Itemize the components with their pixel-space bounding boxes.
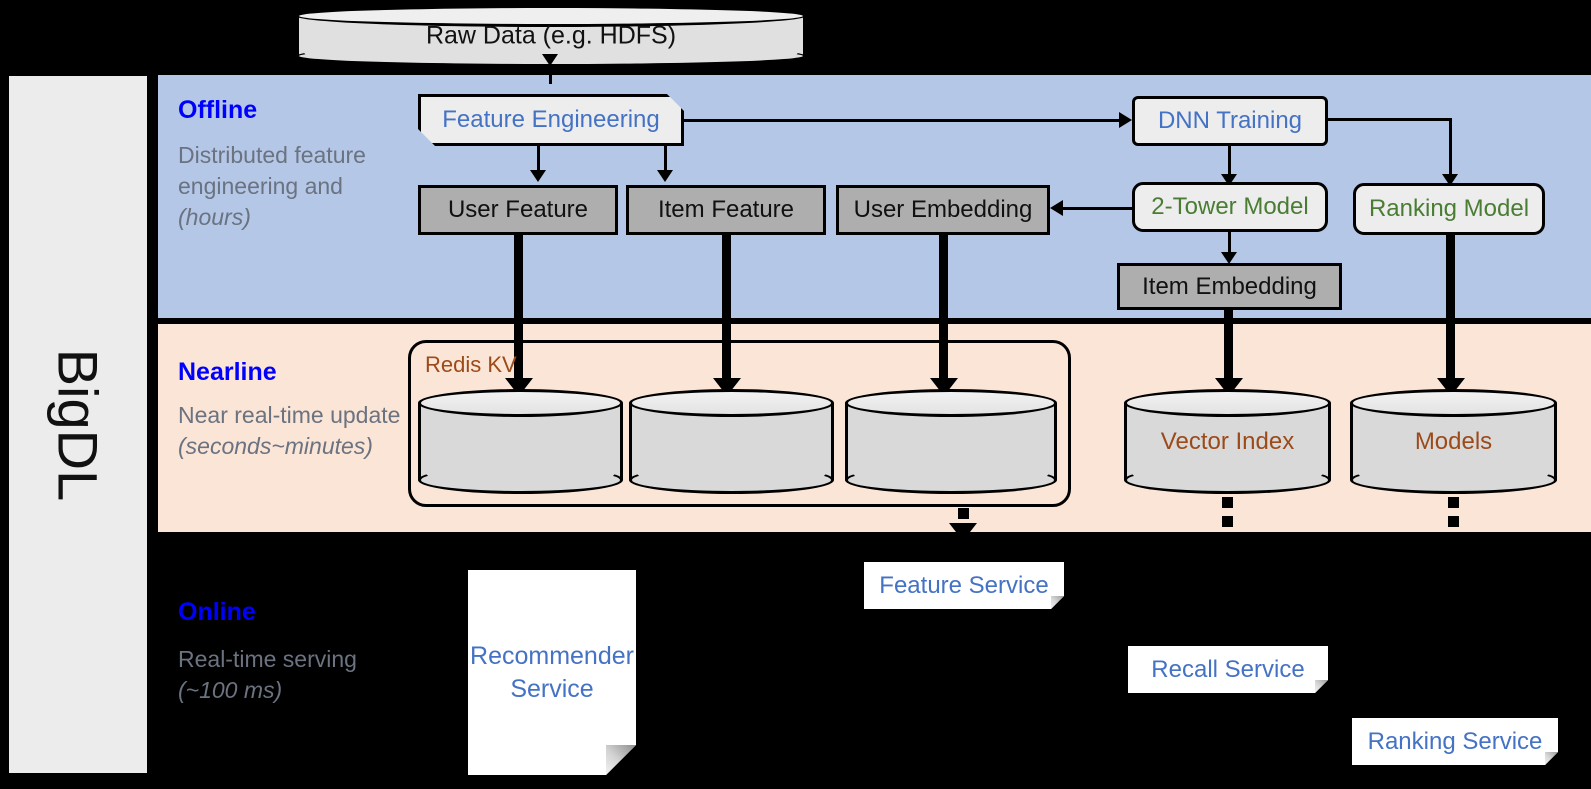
online-subtitle-text: Real-time serving xyxy=(178,646,357,672)
connector-fe-userfeature xyxy=(537,146,540,174)
connector-twotower-itememb xyxy=(1228,232,1231,258)
arrowhead-fe-dnn xyxy=(1119,112,1132,128)
offline-subtitle: Distributed feature engineering and (hou… xyxy=(178,140,378,233)
two-tower-model-node[interactable]: 2-Tower Model xyxy=(1132,182,1328,232)
feature-service-node[interactable]: Feature Service xyxy=(864,562,1064,609)
arrowhead-twotower-userembedding xyxy=(1050,200,1063,216)
dash-featureservice-1 xyxy=(958,508,969,519)
nearline-title: Nearline xyxy=(178,358,277,386)
feature-service-label: Feature Service xyxy=(879,571,1049,599)
ranking-service-node[interactable]: Ranking Service xyxy=(1352,718,1558,765)
redis-kv-container xyxy=(408,340,1071,507)
cylinder-top xyxy=(296,5,806,27)
arrowhead-fe-itemfeature xyxy=(657,170,673,182)
online-subtitle-em: (~100 ms) xyxy=(178,677,283,703)
ranking-service-label: Ranking Service xyxy=(1367,727,1543,755)
redis-store-1[interactable] xyxy=(418,389,623,494)
recommender-service-label: Recommender Service xyxy=(470,641,634,703)
connector-fe-itemfeature xyxy=(664,146,667,174)
connector-rawdata-fe xyxy=(549,64,552,84)
feature-engineering-node[interactable]: Feature Engineering xyxy=(418,94,684,146)
cylinder-bottom xyxy=(1350,466,1557,494)
user-embedding-label: User Embedding xyxy=(853,196,1033,223)
cylinder-bottom xyxy=(629,466,834,494)
raw-data-label: Raw Data (e.g. HDFS) xyxy=(425,21,677,50)
arrowhead-fe-userfeature xyxy=(530,170,546,182)
item-feature-node[interactable]: Item Feature xyxy=(626,185,826,235)
offline-subtitle-em: (hours) xyxy=(178,204,251,230)
item-embedding-label: Item Embedding xyxy=(1142,272,1317,300)
vector-index-label: Vector Index xyxy=(1160,427,1295,455)
item-embedding-node[interactable]: Item Embedding xyxy=(1117,263,1342,310)
two-tower-model-label: 2-Tower Model xyxy=(1151,193,1309,220)
connector-fe-dnn xyxy=(684,119,1120,122)
connector-dnn-twotower xyxy=(1228,146,1231,178)
pipe-userembedding-store xyxy=(939,235,948,385)
cylinder-top xyxy=(1350,389,1557,417)
nearline-subtitle: Near real-time update (seconds~minutes) xyxy=(178,400,403,462)
models-label: Models xyxy=(1414,427,1493,455)
nearline-subtitle-text: Near real-time update xyxy=(178,402,401,428)
item-feature-label: Item Feature xyxy=(657,196,795,223)
cylinder-bottom xyxy=(845,466,1057,494)
dash-recallservice-1 xyxy=(1222,497,1233,508)
user-feature-node[interactable]: User Feature xyxy=(418,185,618,235)
cylinder-top xyxy=(1124,389,1331,417)
ranking-model-label: Ranking Model xyxy=(1368,195,1530,222)
bigdl-rail: BigDL xyxy=(8,75,148,774)
recall-service-node[interactable]: Recall Service xyxy=(1128,646,1328,693)
nearline-subtitle-em: (seconds~minutes) xyxy=(178,433,373,459)
connector-twotower-userembedding xyxy=(1063,207,1132,210)
online-subtitle: Real-time serving (~100 ms) xyxy=(178,644,378,706)
pipe-rankingmodel-models xyxy=(1446,235,1455,385)
pipe-itemfeature-store xyxy=(722,235,731,385)
bigdl-label: BigDL xyxy=(46,348,110,501)
cylinder-top xyxy=(629,389,834,417)
dnn-training-label: DNN Training xyxy=(1157,107,1303,134)
recommender-service-node[interactable]: Recommender Service xyxy=(468,570,636,775)
redis-store-3[interactable] xyxy=(845,389,1057,494)
cylinder-top xyxy=(418,389,623,417)
models-store[interactable]: Models xyxy=(1350,389,1557,494)
arrowhead-rawdata-fe xyxy=(542,54,558,66)
redis-store-2[interactable] xyxy=(629,389,834,494)
dash-recallservice-2 xyxy=(1222,516,1233,527)
user-embedding-node[interactable]: User Embedding xyxy=(836,185,1050,235)
arrowhead-store-featureservice xyxy=(949,523,977,541)
online-title: Online xyxy=(178,598,256,626)
connector-dnn-ranking-h xyxy=(1328,118,1452,121)
cylinder-bottom xyxy=(1124,466,1331,494)
dnn-training-node[interactable]: DNN Training xyxy=(1132,96,1328,146)
arrowhead-twotower-itememb xyxy=(1221,252,1237,264)
redis-kv-label: Redis KV xyxy=(425,352,517,377)
connector-dnn-ranking-v xyxy=(1449,118,1452,178)
dash-rankingservice-1 xyxy=(1448,497,1459,508)
dash-rankingservice-2 xyxy=(1448,516,1459,527)
pipe-itemembedding-vectorindex xyxy=(1224,310,1233,385)
vector-index-store[interactable]: Vector Index xyxy=(1124,389,1331,494)
user-feature-label: User Feature xyxy=(447,196,589,223)
ranking-model-node[interactable]: Ranking Model xyxy=(1353,183,1545,235)
cylinder-top xyxy=(845,389,1057,417)
feature-engineering-label: Feature Engineering xyxy=(442,106,660,133)
recall-service-label: Recall Service xyxy=(1151,655,1305,683)
pipe-userfeature-store xyxy=(514,235,523,385)
offline-subtitle-text: Distributed feature engineering and xyxy=(178,142,366,199)
offline-title: Offline xyxy=(178,96,258,124)
cylinder-bottom xyxy=(418,466,623,494)
